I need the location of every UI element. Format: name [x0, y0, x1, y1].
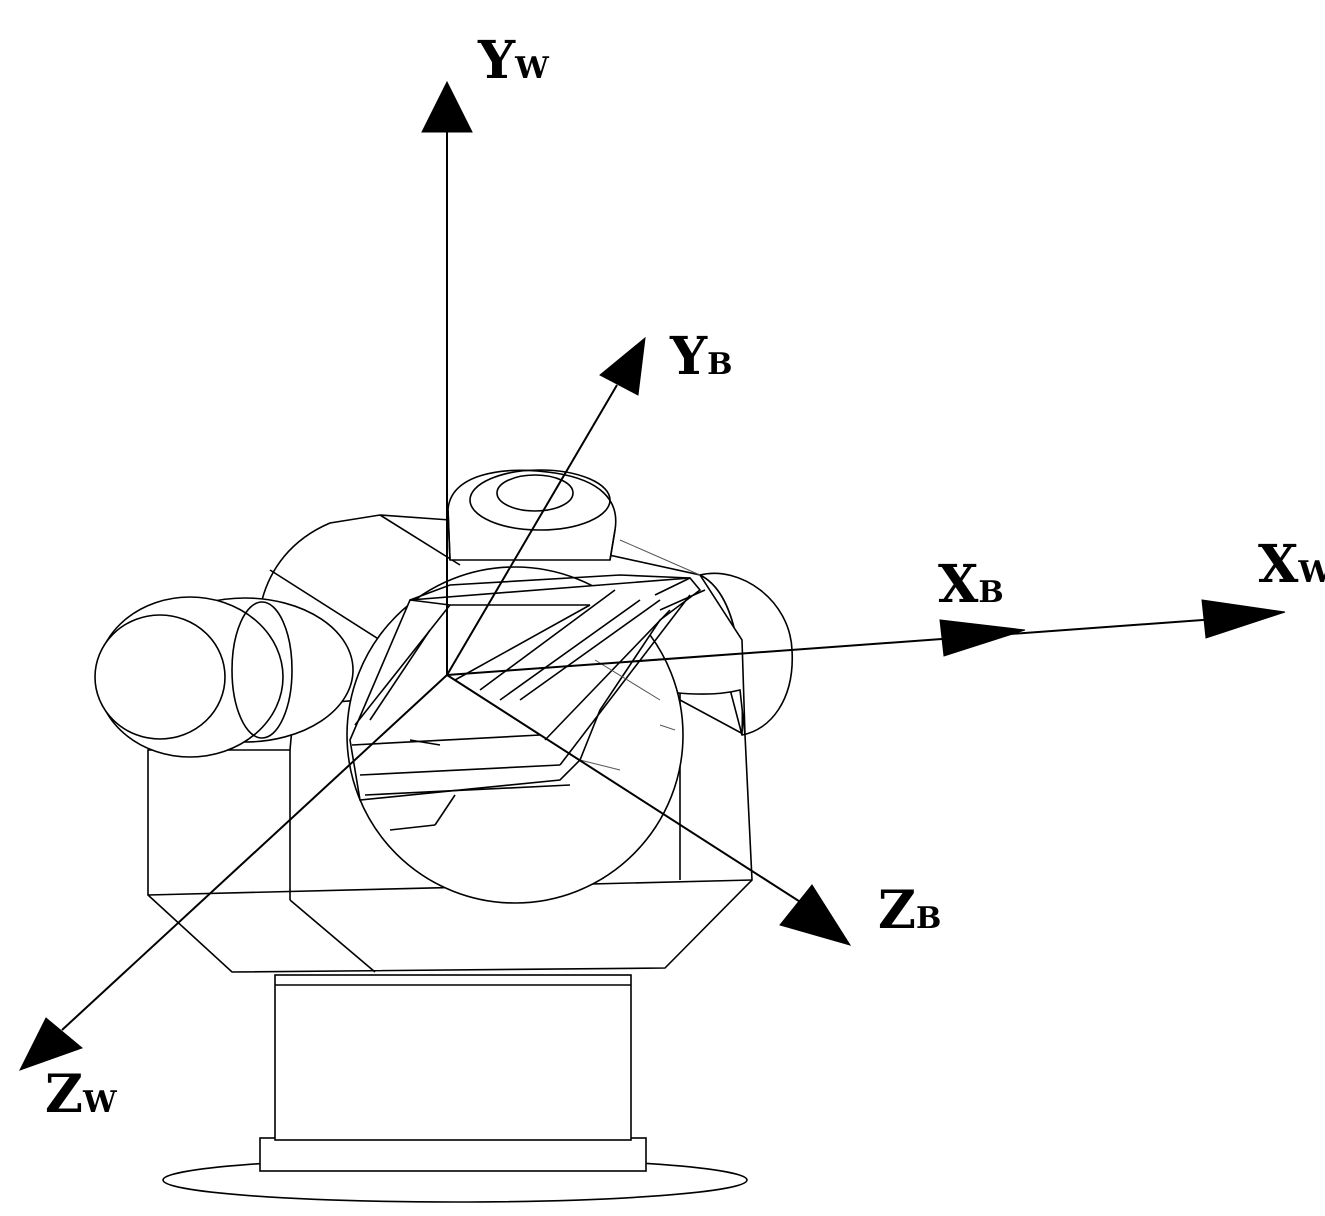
label-xw: XW — [1258, 534, 1325, 595]
base-flange — [162, 1137, 748, 1203]
label-yb: YB — [669, 326, 732, 387]
label-yw: YW — [477, 30, 550, 91]
label-zb: ZB — [878, 880, 941, 941]
axis-yw — [421, 80, 473, 675]
axis-zb — [446, 674, 852, 946]
left-trunnion — [94, 596, 354, 758]
gimbal-body — [94, 469, 793, 1203]
label-xb: XB — [938, 554, 1004, 615]
top-knob — [447, 469, 617, 561]
axis-yb — [446, 336, 646, 676]
axis-xb — [939, 619, 1026, 657]
axis-zw — [18, 674, 448, 1071]
base-column — [274, 974, 632, 1141]
axis-xw — [446, 599, 1286, 676]
label-zw: ZW — [45, 1064, 118, 1125]
